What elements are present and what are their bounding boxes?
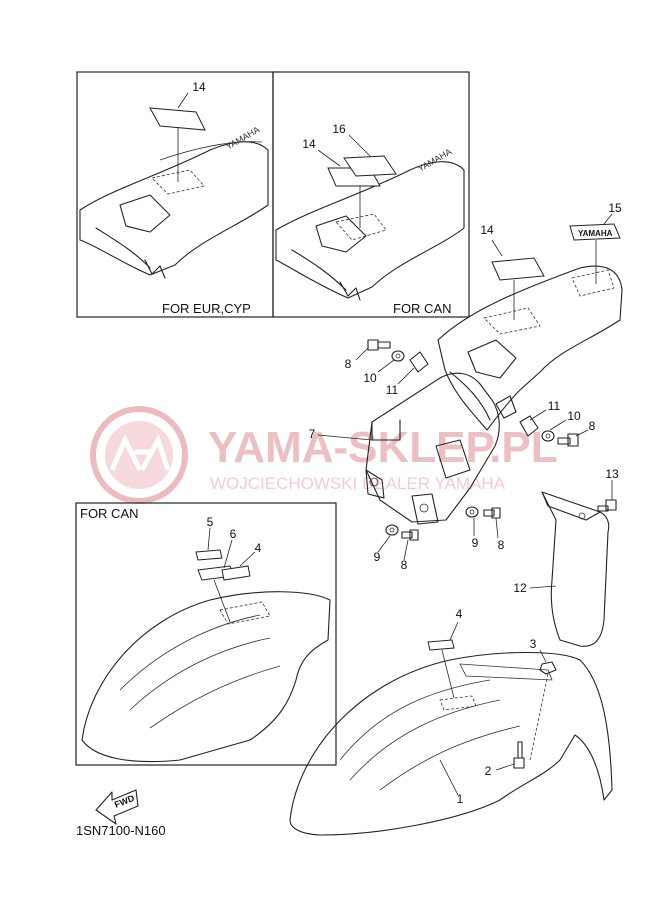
- fasteners-right: 11 10 8: [519, 399, 596, 447]
- grommet-icon: [409, 351, 429, 373]
- callout-15: 15: [608, 201, 622, 215]
- callout-5: 5: [207, 515, 214, 529]
- watermark: YAMA-SKLEP.PL WOJCIECHOWSKI DEALER YAMAH…: [90, 406, 558, 504]
- inner-mudguard: 7: [309, 372, 517, 525]
- callout-3: 3: [530, 637, 537, 651]
- decal-yamaha-text: YAMAHA: [578, 229, 613, 238]
- mud-flap: 13 12: [513, 467, 619, 647]
- callout-11: 11: [548, 399, 561, 413]
- callout-8: 8: [345, 357, 352, 371]
- callout-6: 6: [230, 527, 237, 541]
- rear-fender: 14 YAMAHA 15: [437, 201, 623, 431]
- inset-label-can-rear: FOR CAN: [393, 301, 452, 316]
- callout-2: 2: [485, 764, 492, 778]
- callout-9: 9: [472, 536, 479, 550]
- bolt-icon: [513, 741, 525, 769]
- watermark-subline: WOJCIECHOWSKI DEALER YAMAHA: [210, 474, 506, 493]
- diagram-code: 1SN7100-N160: [76, 823, 166, 838]
- collar-icon: [541, 430, 555, 442]
- watermark-brand: YAMA-SKLEP.PL: [208, 423, 558, 472]
- watermark-logo-icon: [90, 406, 188, 504]
- collar-icon: [391, 350, 405, 362]
- callout-8: 8: [401, 558, 408, 572]
- callout-12: 12: [513, 581, 527, 595]
- collar-icon: [385, 524, 399, 536]
- nut-icon: [539, 661, 557, 675]
- bolt-icon: [557, 433, 579, 447]
- bolt-icon: [367, 339, 391, 351]
- bolt-icon: [483, 507, 501, 519]
- callout-1: 1: [457, 792, 464, 806]
- collar-icon: [465, 506, 479, 518]
- callout-7: 7: [309, 427, 316, 441]
- callout-9: 9: [374, 550, 381, 564]
- callout-4: 4: [255, 541, 262, 555]
- callout-14: 14: [302, 137, 316, 151]
- front-fender: 4 3 2 1: [289, 607, 613, 836]
- inset-can-rear: 14 16 YAMAHA FOR CAN: [272, 71, 470, 318]
- bolt-icon: [401, 529, 419, 541]
- bolt-icon: [597, 499, 617, 512]
- fwd-label: FWD: [113, 793, 136, 810]
- callout-10: 10: [567, 409, 581, 423]
- fasteners-lower: 9 8 9 8: [374, 506, 505, 572]
- callout-14: 14: [480, 223, 494, 237]
- decal-yamaha-text: YAMAHA: [416, 146, 453, 173]
- callout-10: 10: [363, 371, 377, 385]
- callout-16: 16: [332, 122, 346, 136]
- decal-yamaha-text: YAMAHA: [224, 124, 261, 151]
- fwd-arrow-icon: FWD: [95, 789, 139, 825]
- callout-11: 11: [386, 383, 399, 397]
- callout-4: 4: [456, 607, 463, 621]
- callout-8: 8: [498, 538, 505, 552]
- inset-eur-cyp: 14 YAMAHA FOR EUR,CYP: [76, 71, 274, 318]
- fasteners-upper-left: 8 10 11: [345, 339, 429, 397]
- inset-label-eur-cyp: FOR EUR,CYP: [162, 301, 251, 316]
- callout-14: 14: [192, 80, 206, 94]
- callout-8: 8: [589, 419, 596, 433]
- grommet-icon: [519, 415, 539, 437]
- callout-13: 13: [605, 467, 619, 481]
- inset-can-front: FOR CAN 5 6 4: [75, 502, 337, 766]
- inset-label-can-front: FOR CAN: [80, 506, 139, 521]
